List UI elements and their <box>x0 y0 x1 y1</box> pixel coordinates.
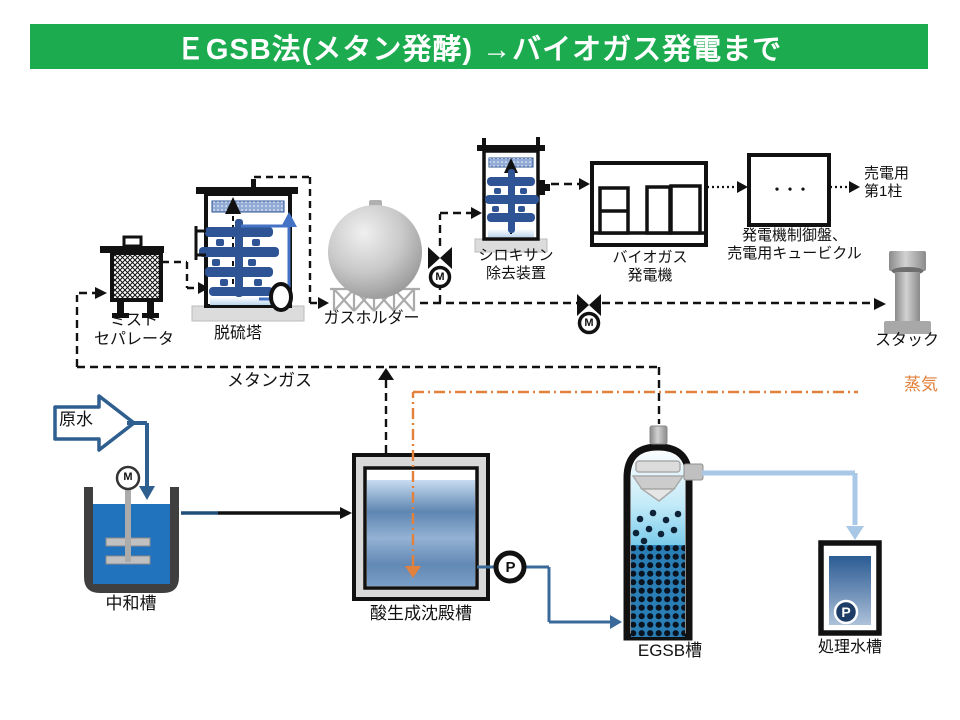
methane-gas-line <box>75 291 661 486</box>
raw-water-label: 原水 <box>59 410 93 429</box>
desulfurization-tower-label: 脱硫塔 <box>213 325 262 342</box>
neutralization-tank <box>84 465 179 593</box>
valve-1-motor-symbol: M <box>435 271 445 283</box>
feed-pump-symbol: P <box>505 559 516 576</box>
effluent-line <box>702 470 864 540</box>
gas-holder-out-line <box>420 182 874 305</box>
mist-separator <box>100 235 164 318</box>
biogas-generator-label: バイオガス 発電機 <box>612 249 688 284</box>
siloxane-remover-label: シロキサン 除去装置 <box>478 247 554 282</box>
acid-sedimentation-tank <box>352 453 490 601</box>
treated-water-pump-icon <box>833 599 859 625</box>
biogas-generator <box>590 161 708 247</box>
stack-label: スタック <box>874 332 939 349</box>
motor-valve-2-icon <box>577 294 601 335</box>
granule-dots <box>632 509 682 545</box>
panel-dots: ・・・ <box>770 182 810 197</box>
egsb-feed-line <box>477 550 622 629</box>
desulfurization-tower <box>191 179 305 322</box>
transfer-line-1 <box>181 507 352 519</box>
feed-pump-icon <box>493 550 527 584</box>
gas-holder-label: ガスホルダー <box>323 310 420 327</box>
recirculation-pump-icon <box>269 282 293 312</box>
gas-separator-funnel <box>631 460 685 502</box>
methane-gas-label: メタンガス <box>227 371 312 390</box>
valve-2-motor-symbol: M <box>584 317 594 329</box>
raw-water-arrow <box>53 394 155 500</box>
siloxane-internals <box>485 169 539 233</box>
power-arrowheads <box>737 181 860 193</box>
treated-water-tank <box>818 540 882 636</box>
stack <box>884 251 931 334</box>
gas-holder <box>328 200 422 312</box>
agitator-motor-icon <box>115 465 141 491</box>
desulf-feed-line <box>162 175 318 305</box>
control-panel-label: 発電機制御盤、 売電用キュービクル <box>727 227 862 262</box>
treated-pump-symbol: P <box>841 604 851 620</box>
motor-valve-1-icon <box>428 247 452 289</box>
agitator-motor-symbol: M <box>123 471 133 483</box>
power-pole-label: 売電用 第1柱 <box>864 165 910 200</box>
neutralization-tank-label: 中和槽 <box>105 594 157 613</box>
recirculation-line <box>241 212 297 312</box>
acid-sedimentation-tank-label: 酸生成沈殿槽 <box>370 604 472 623</box>
egsb-tank <box>623 425 704 641</box>
page-title: ＥGSB法(メタン発酵) →バイオガス発電まで <box>175 33 783 66</box>
steam-line <box>405 390 858 578</box>
sprayer-internals <box>199 219 279 297</box>
mist-separator-label: ミスト セパレータ <box>93 312 174 349</box>
steam-label: 蒸気 <box>904 375 938 394</box>
gas-arrowheads <box>95 178 886 380</box>
treated-water-tank-label: 処理水槽 <box>817 639 882 656</box>
title-banner: ＥGSB法(メタン発酵) →バイオガス発電まで <box>30 24 928 69</box>
siloxane-removal-unit <box>474 137 550 253</box>
egsb-tank-label: EGSB槽 <box>637 641 703 660</box>
control-panel <box>747 153 831 227</box>
